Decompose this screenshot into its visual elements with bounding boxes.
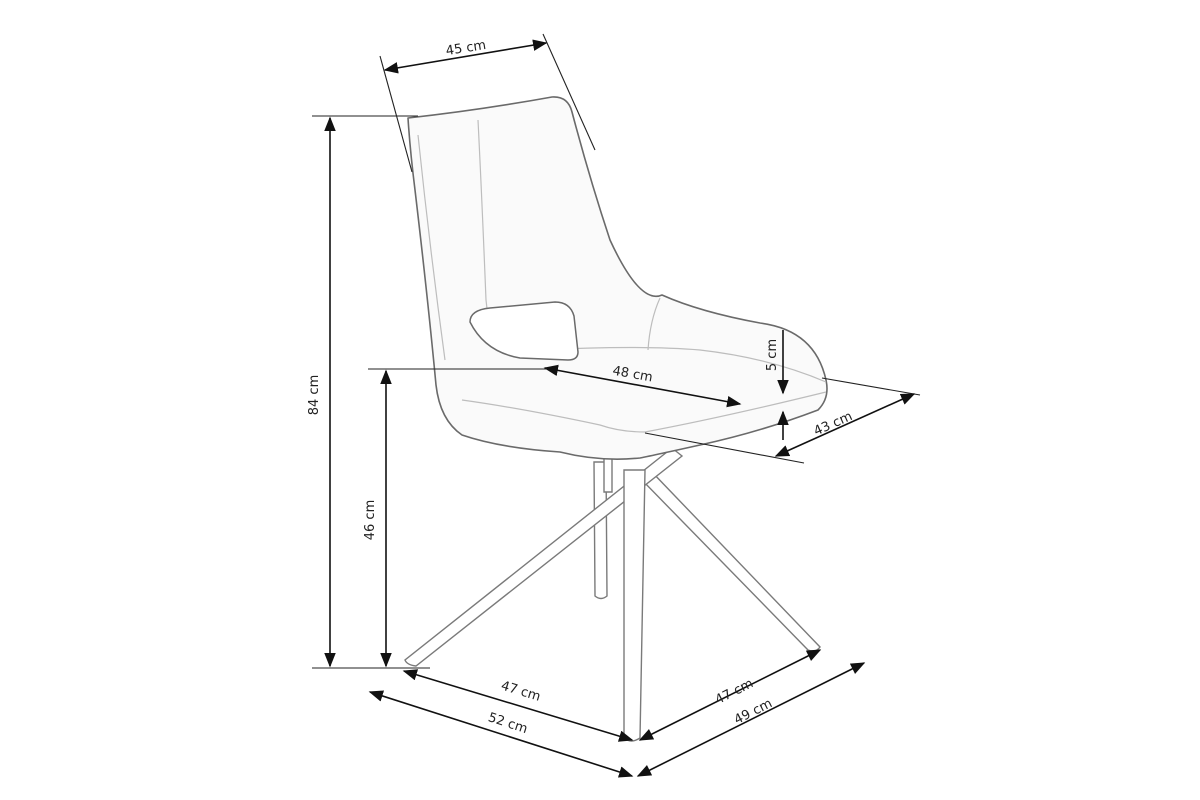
backrest-width-dim xyxy=(383,39,548,74)
seat-cushion-edge xyxy=(461,391,827,433)
seat-height-label: 46 cm xyxy=(363,500,378,541)
back-leg xyxy=(593,461,608,600)
chair-base xyxy=(404,447,821,742)
leg-span-left-label: 47 cm xyxy=(499,679,542,705)
seat-seam xyxy=(539,346,827,383)
leg-span-right-label: 47 cm xyxy=(713,676,756,708)
backrest-extension-right xyxy=(542,33,596,151)
chair-outline xyxy=(407,96,828,460)
total-height-label: 84 cm xyxy=(307,375,322,416)
left-diagonal-leg xyxy=(404,447,684,667)
seat-depth-dim xyxy=(543,364,742,408)
seat-side-seam xyxy=(647,297,661,351)
seat-width-dim xyxy=(774,393,916,457)
chair-shell xyxy=(407,96,828,460)
seat-width-extension-top xyxy=(821,377,921,396)
cushion-thickness-label: 5 cm xyxy=(765,339,780,371)
backrest-width-label: 45 cm xyxy=(445,38,487,59)
seat-depth-label: 48 cm xyxy=(611,364,653,386)
handle-cutout xyxy=(469,301,579,361)
front-leg xyxy=(623,469,646,742)
right-diagonal-leg xyxy=(638,469,821,652)
base-width-dim xyxy=(636,662,866,777)
backrest-side-seam xyxy=(417,134,446,361)
seat-width-extension-bottom xyxy=(644,432,805,464)
base-depth-label: 52 cm xyxy=(486,710,529,737)
backrest-extension-left xyxy=(379,55,413,173)
backrest-seam xyxy=(477,119,491,336)
base-width-label: 49 cm xyxy=(732,696,775,728)
seat-width-label: 43 cm xyxy=(812,409,855,439)
base-depth-dim xyxy=(368,690,634,778)
